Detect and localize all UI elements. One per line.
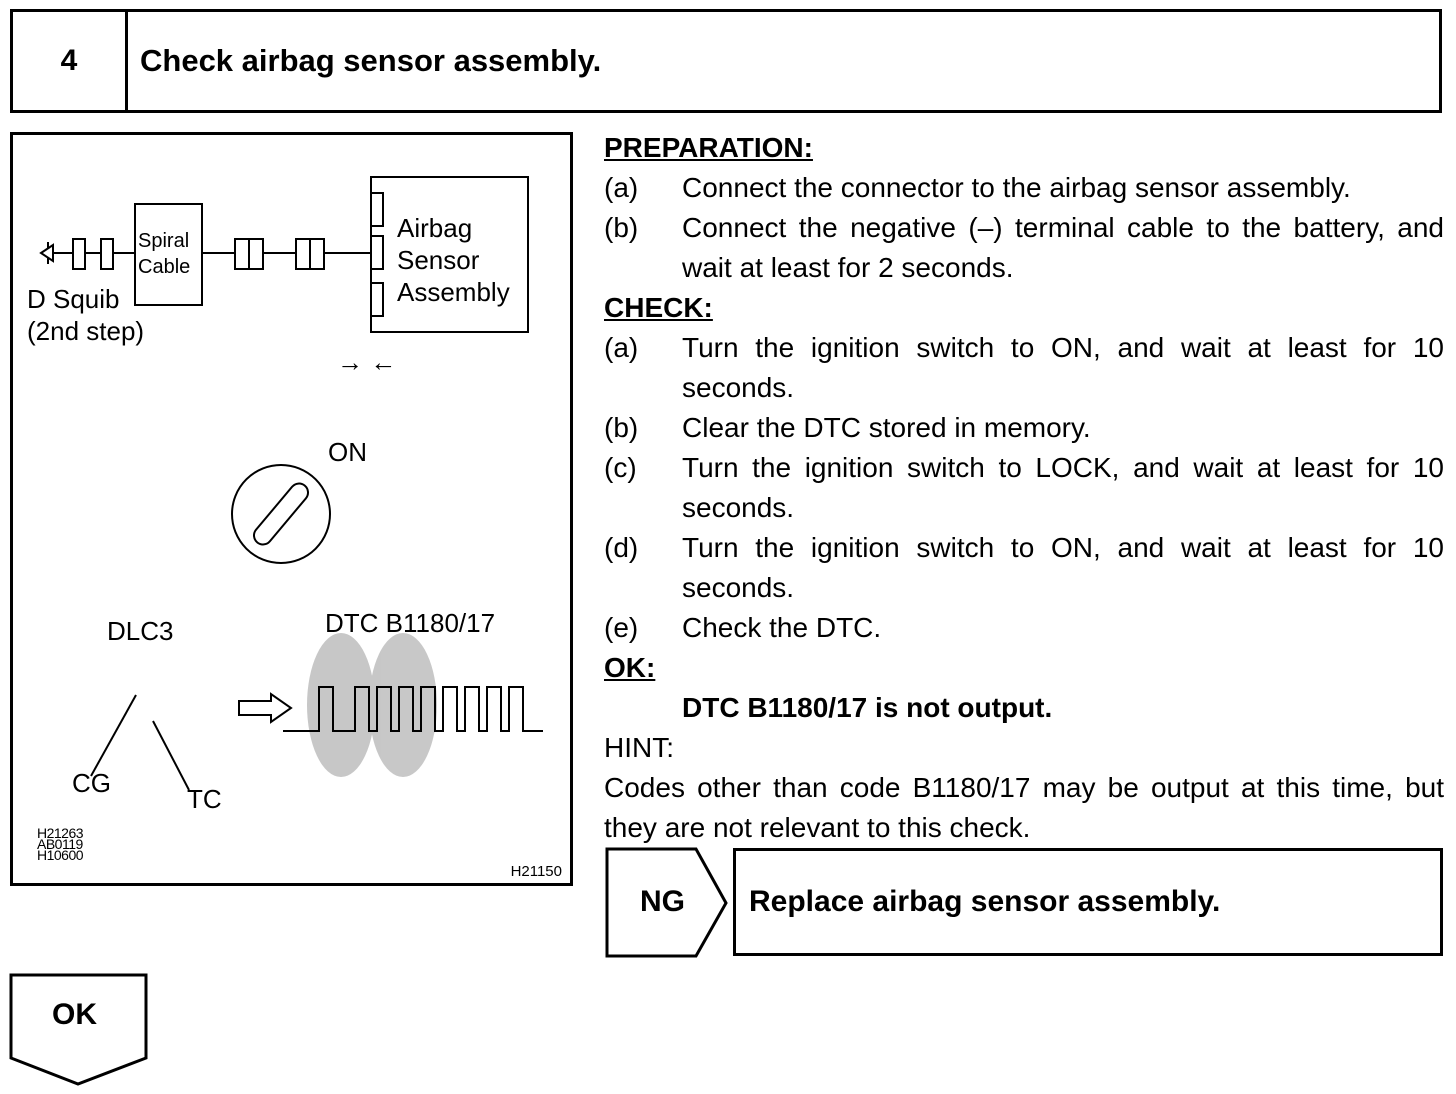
dtc-waveform (283, 686, 543, 732)
airbag-label-3: Assembly (397, 277, 510, 307)
sensor-terminal (370, 235, 384, 270)
cg-label: CG (72, 768, 111, 798)
ng-pentagon-shape (605, 847, 728, 958)
spiral-label-2: Cable (138, 256, 190, 278)
flashing-indicator (307, 633, 437, 777)
sensor-terminal (370, 282, 384, 317)
list-item: (e) Check the DTC. (604, 608, 1444, 648)
step-header: 4 Check airbag sensor assembly. (10, 9, 1442, 113)
item-text: Connect the connector to the airbag sens… (682, 172, 1351, 203)
sensor-terminal (370, 192, 384, 227)
connect-arrows: → ← (337, 347, 396, 377)
dtc-label: DTC B1180/17 (325, 608, 495, 638)
preparation-heading: PREPARATION: (604, 132, 813, 163)
ok-text: DTC B1180/17 is not output. (682, 692, 1053, 723)
check-heading: CHECK: (604, 292, 713, 323)
ok-label: OK (52, 998, 97, 1031)
wiring-illustration: Spiral Cable Airbag Sensor Assembly D Sq… (27, 176, 543, 814)
illustration-panel: Spiral Cable Airbag Sensor Assembly D Sq… (10, 132, 573, 886)
cg-pin-line (90, 694, 137, 777)
spiral-cable-box (134, 203, 203, 306)
squib-tip-icon (39, 243, 54, 263)
tc-pin-line (152, 720, 190, 791)
hint-text: Codes other than code B1180/17 may be ou… (604, 772, 1444, 843)
item-label: (b) (604, 412, 639, 443)
item-text: Check the DTC. (682, 612, 882, 643)
figure-id-main: H21150 (510, 863, 562, 880)
ignition-on-label: ON (328, 437, 367, 467)
ng-action-box: Replace airbag sensor assembly. (733, 848, 1443, 956)
item-text: Clear the DTC stored in memory. (682, 412, 1091, 443)
list-item: (a) Turn the ignition switch to ON, and … (604, 328, 1444, 408)
ignition-key-slot (253, 482, 309, 546)
ng-label: NG (640, 885, 685, 918)
connector-block (72, 238, 86, 270)
instructions: PREPARATION: (a) Connect the connector t… (604, 128, 1444, 848)
ok-heading: OK: (604, 652, 656, 683)
list-item: (a) Connect the connector to the airbag … (604, 168, 1444, 208)
figure-id: AB0119 (37, 836, 83, 852)
airbag-label-1: Airbag (397, 213, 472, 243)
item-label: (e) (604, 612, 639, 643)
figure-id: H10600 (37, 847, 84, 863)
airbag-label-2: Sensor (397, 245, 480, 275)
list-item: (c) Turn the ignition switch to LOCK, an… (604, 448, 1444, 528)
item-text: Turn the ignition switch to LOCK, and wa… (682, 452, 1444, 523)
arrow-right-icon (238, 692, 293, 724)
list-item: (b) Connect the negative (–) terminal ca… (604, 208, 1444, 288)
item-label: (b) (604, 212, 639, 243)
figure-id: H21263 (37, 825, 84, 841)
item-label: (c) (604, 452, 637, 483)
airbag-sensor-box (370, 176, 529, 333)
list-item: (b) Clear the DTC stored in memory. (604, 408, 1444, 448)
list-item: (d) Turn the ignition switch to ON, and … (604, 528, 1444, 608)
item-text: Turn the ignition switch to ON, and wait… (682, 332, 1444, 403)
step-number: 4 (13, 12, 128, 110)
item-label: (a) (604, 172, 639, 203)
squib-label-1: D Squib (27, 284, 120, 314)
item-text: Turn the ignition switch to ON, and wait… (682, 532, 1444, 603)
ok-pentagon-shape (9, 973, 148, 1086)
connector-block (100, 238, 114, 270)
dlc3-label: DLC3 (107, 616, 173, 646)
figure-reference-ids: H21263 AB0119 H10600 (37, 825, 84, 863)
item-label: (d) (604, 532, 639, 563)
item-text: Connect the negative (–) terminal cable … (682, 212, 1444, 283)
spiral-label-1: Spiral (138, 230, 189, 252)
hint-heading: HINT: (604, 732, 674, 763)
item-label: (a) (604, 332, 639, 363)
step-title: Check airbag sensor assembly. (140, 43, 602, 78)
tc-label: TC (187, 784, 222, 814)
squib-label-2: (2nd step) (27, 316, 144, 346)
